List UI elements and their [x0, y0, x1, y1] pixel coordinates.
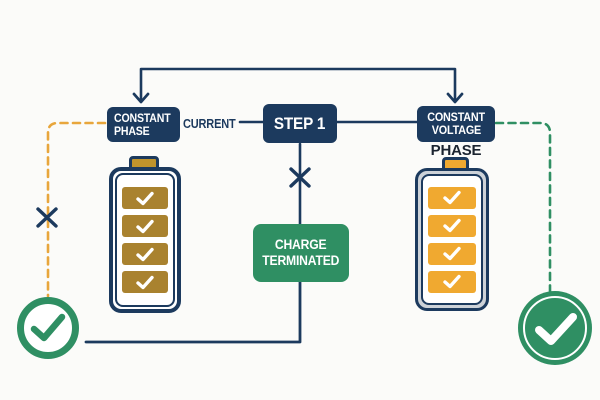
check-circle-solid-icon: [518, 291, 592, 365]
battery-cell: [428, 242, 476, 265]
constant-voltage-line1: CONSTANT: [427, 110, 485, 125]
checkmark-icon: [136, 191, 154, 205]
constant-current-line2: PHASE: [114, 123, 150, 138]
battery-cell: [122, 243, 168, 265]
checkmark-icon: [136, 219, 154, 233]
check-circle-outline-icon: [17, 297, 79, 359]
battery-cell: [122, 187, 168, 209]
step-1-box: STEP 1: [263, 104, 337, 143]
checkmark-icon: [30, 313, 66, 342]
battery-right-cells: [421, 174, 483, 305]
checkmark-icon: [443, 246, 461, 261]
left-dashed-path: [46, 121, 107, 298]
checkmark-icon: [136, 275, 154, 289]
battery-cell: [122, 271, 168, 293]
current-label: CURRENT: [183, 117, 236, 131]
left-x-mark-icon: [36, 207, 58, 228]
feedback-loop-line: [139, 67, 457, 103]
battery-cell: [428, 214, 476, 237]
battery-cell: [428, 270, 476, 293]
checkmark-icon: [136, 247, 154, 261]
right-dashed-path: [494, 121, 552, 295]
step-1-label: STEP 1: [274, 113, 326, 133]
battery-right: [415, 168, 489, 311]
down-arrowhead-right-icon: [446, 92, 464, 104]
constant-current-phase-box: CONSTANT PHASE: [107, 107, 180, 142]
battery-left: [109, 167, 181, 313]
battery-left-cells: [115, 173, 175, 307]
checkmark-icon: [443, 190, 461, 205]
constant-current-line1: CONSTANT: [114, 110, 171, 125]
constant-voltage-line2: VOLTAGE: [431, 123, 481, 137]
battery-cell: [122, 215, 168, 237]
charge-terminated-box: CHARGE TERMINATED: [253, 224, 349, 282]
charge-terminated-line1: CHARGE: [275, 236, 327, 252]
terminated-return-line: [84, 280, 302, 344]
inner-ring: [523, 296, 587, 360]
voltage-phase-label: PHASE: [430, 142, 482, 159]
center-x-mark-icon: [289, 167, 311, 188]
down-arrowhead-left-icon: [132, 92, 150, 104]
constant-voltage-box: CONSTANT VOLTAGE: [417, 106, 495, 142]
battery-cell: [428, 186, 476, 209]
checkmark-icon: [443, 274, 461, 289]
charge-terminated-line2: TERMINATED: [262, 253, 340, 268]
checkmark-icon: [443, 218, 461, 233]
